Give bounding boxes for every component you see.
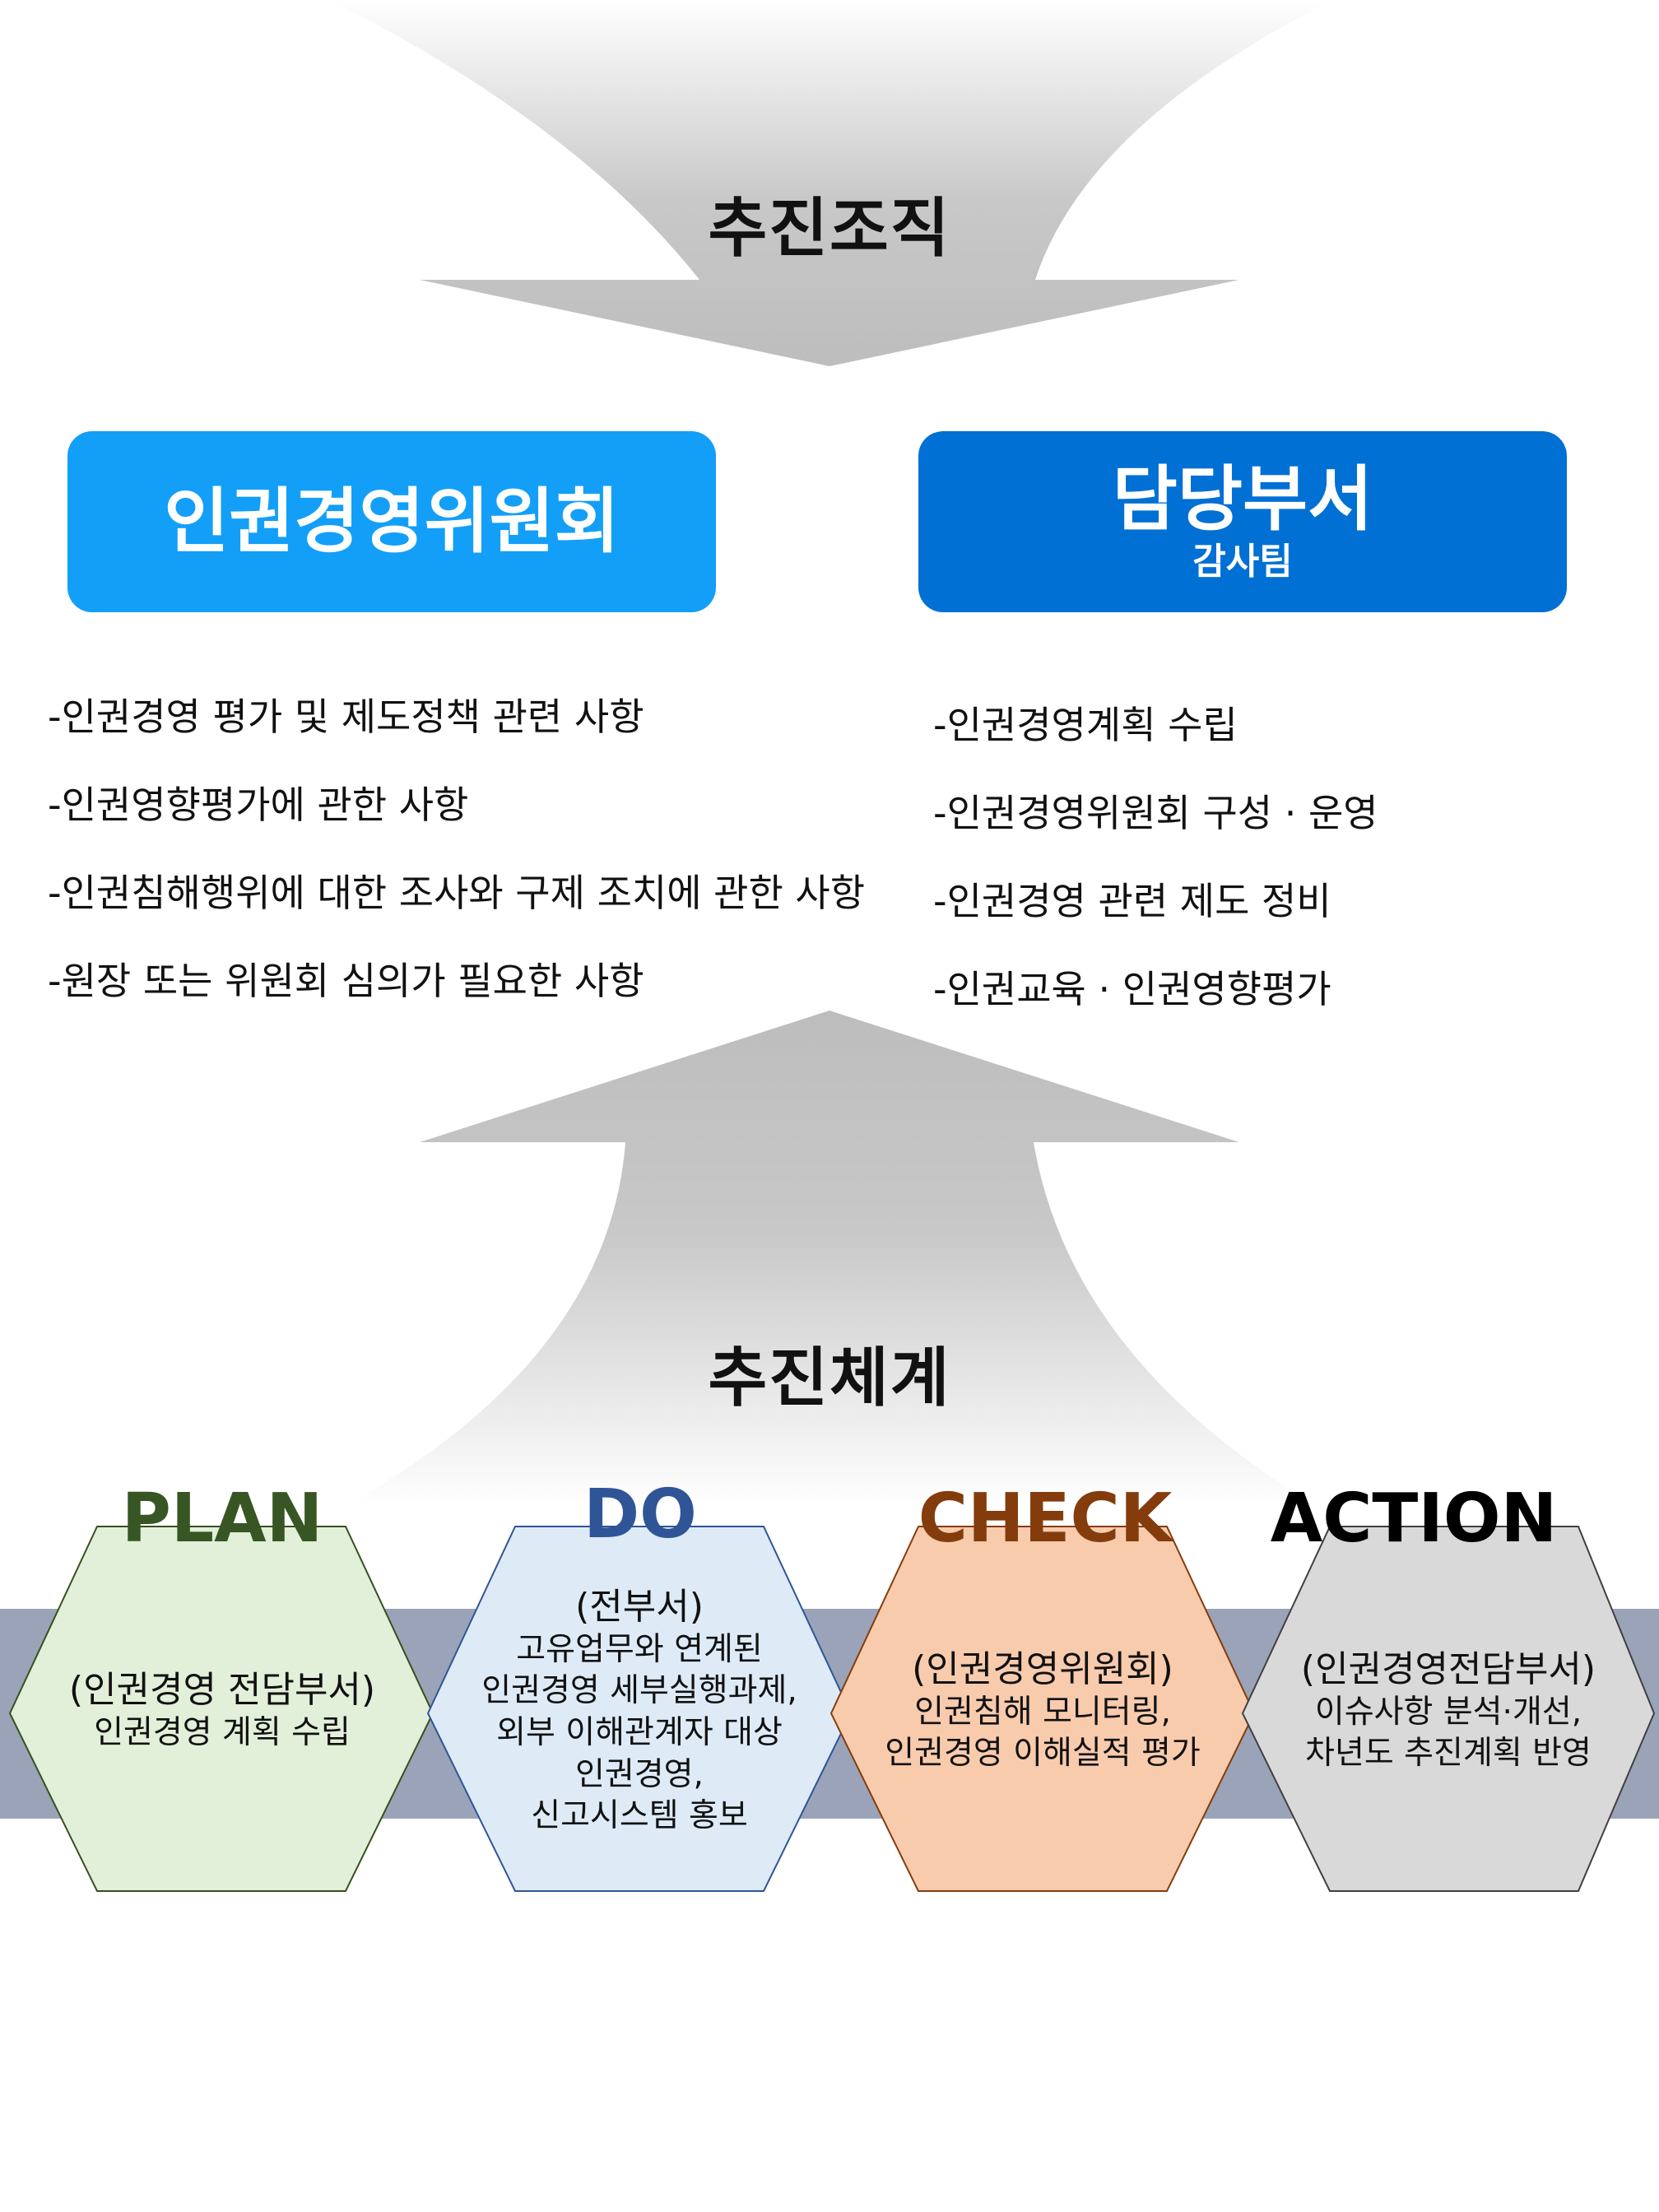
committee-duty-item: -인권경영 평가 및 제도정책 관련 사항 bbox=[48, 695, 644, 739]
department-duty-list: -인권경영계획 수립 -인권경영위원회 구성 · 운영 -인권경영 관련 제도 … bbox=[933, 695, 1378, 1048]
committee-duty-list: -인권경영 평가 및 제도정책 관련 사항 -인권영향평가에 관한 사항 -인권… bbox=[48, 687, 865, 1039]
department-box: 담당부서 감사팀 bbox=[918, 431, 1567, 612]
stage-desc-line: 이슈사항 분석·개선, bbox=[1314, 1693, 1582, 1731]
system-title: 추진체계 bbox=[708, 1341, 951, 1415]
stage-desc-line: 외부 이해관계자 대상 bbox=[496, 1714, 783, 1752]
hexagon-action bbox=[1241, 1526, 1656, 1892]
stage-text-check: (인권경영위원회) 인권침해 모니터링, 인권경영 이해실적 평가 bbox=[856, 1547, 1229, 1876]
stage-desc-line: 신고시스템 홍보 bbox=[531, 1797, 748, 1835]
stage-desc-line: 인권경영 이해실적 평가 bbox=[885, 1735, 1201, 1773]
stage-text-plan: (인권경영 전담부서) 인권경영 계획 수립 bbox=[49, 1547, 395, 1876]
committee-duty-item: -원장 또는 위원회 심의가 필요한 사항 bbox=[48, 959, 644, 1003]
stage-desc-line: 고유업무와 연계된 bbox=[516, 1630, 763, 1668]
committee-duty-item: -인권침해행위에 대한 조사와 구제 조치에 관한 사항 bbox=[48, 871, 866, 915]
stage-role: (인권경영 전담부서) bbox=[68, 1669, 376, 1712]
stage-role: (인권경영위원회) bbox=[912, 1647, 1173, 1690]
stage-desc-line: 인권침해 모니터링, bbox=[914, 1693, 1171, 1731]
committee-box: 인권경영위원회 bbox=[67, 431, 716, 612]
stage-label-plan: PLAN bbox=[121, 1480, 323, 1558]
department-duty-item: -인권경영 관련 제도 정비 bbox=[933, 879, 1331, 923]
department-team: 감사팀 bbox=[1192, 541, 1293, 583]
stage-desc-line: 인권경영 세부실행과제, bbox=[481, 1672, 797, 1710]
department-duty-item: -인권경영계획 수립 bbox=[933, 703, 1238, 747]
organization-title: 추진조직 bbox=[708, 192, 951, 266]
department-name: 담당부서 bbox=[1112, 458, 1373, 541]
stage-role: (인권경영전담부서) bbox=[1300, 1647, 1596, 1690]
stage-label-action: ACTION bbox=[1270, 1480, 1558, 1558]
department-duty-item: -인권교육 · 인권영향평가 bbox=[933, 967, 1331, 1011]
stage-role: (전부서) bbox=[575, 1585, 704, 1628]
department-duty-item: -인권경영위원회 구성 · 운영 bbox=[933, 791, 1378, 835]
up-arrow-shape bbox=[346, 1011, 1317, 1506]
committee-name: 인권경영위원회 bbox=[164, 480, 620, 563]
stage-desc-line: 차년도 추진계획 반영 bbox=[1305, 1735, 1592, 1773]
stage-label-check: CHECK bbox=[918, 1480, 1173, 1558]
down-arrow-shape bbox=[329, 0, 1333, 366]
committee-duty-item: -인권영향평가에 관한 사항 bbox=[48, 783, 469, 827]
stage-text-do: (전부서) 고유업무와 연계된 인권경영 세부실행과제, 외부 이해관계자 대상… bbox=[461, 1572, 818, 1852]
stage-desc-line: 인권경영 계획 수립 bbox=[94, 1714, 351, 1752]
stage-label-do: DO bbox=[583, 1475, 697, 1554]
stage-text-action: (인권경영전담부서) 이슈사항 분석·개선, 차년도 추진계획 반영 bbox=[1267, 1547, 1629, 1876]
stage-desc-line: 인권경영, bbox=[575, 1755, 704, 1793]
